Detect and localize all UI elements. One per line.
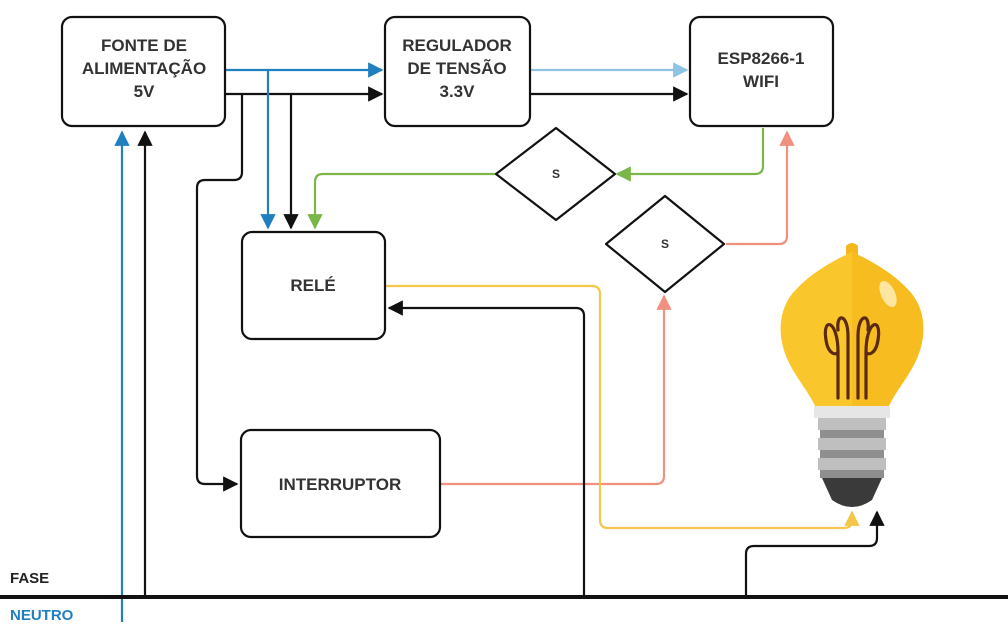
connector-decision-to-esp-salmon: [726, 132, 787, 244]
connector-esp-to-decision-green: [617, 128, 763, 174]
decision-upper: S: [496, 128, 615, 220]
decision-upper-label: S: [552, 167, 560, 181]
neutro-label: NEUTRO: [10, 607, 74, 624]
block-relay: RELÉ: [242, 232, 385, 339]
power-supply-line-3: 5V: [134, 82, 155, 101]
regulator-line-2: DE TENSÃO: [407, 58, 506, 78]
decision-lower: S: [606, 196, 724, 292]
regulator-line-1: REGULADOR: [402, 36, 512, 55]
power-supply-line-1: FONTE DE: [101, 36, 187, 55]
block-switch: INTERRUPTOR: [241, 430, 440, 537]
block-power-supply: FONTE DE ALIMENTAÇÃO 5V: [62, 17, 225, 126]
connector-ps-to-switch-black: [197, 94, 242, 484]
connector-fase-to-bulb-black: [746, 512, 877, 597]
relay-label: RELÉ: [290, 276, 335, 295]
switch-label: INTERRUPTOR: [279, 475, 401, 494]
power-supply-line-2: ALIMENTAÇÃO: [82, 58, 206, 78]
block-regulator: REGULADOR DE TENSÃO 3.3V: [385, 17, 530, 126]
light-bulb-icon: [781, 243, 924, 507]
fase-label: FASE: [10, 570, 49, 587]
connector-decision-to-relay-green: [315, 174, 496, 228]
decision-lower-label: S: [661, 237, 669, 251]
connector-switch-to-decision-salmon: [440, 296, 664, 484]
esp-line-1: ESP8266-1: [718, 49, 805, 68]
block-esp8266: ESP8266-1 WIFI: [690, 17, 833, 126]
regulator-line-3: 3.3V: [440, 82, 476, 101]
esp-line-2: WIFI: [743, 72, 779, 91]
